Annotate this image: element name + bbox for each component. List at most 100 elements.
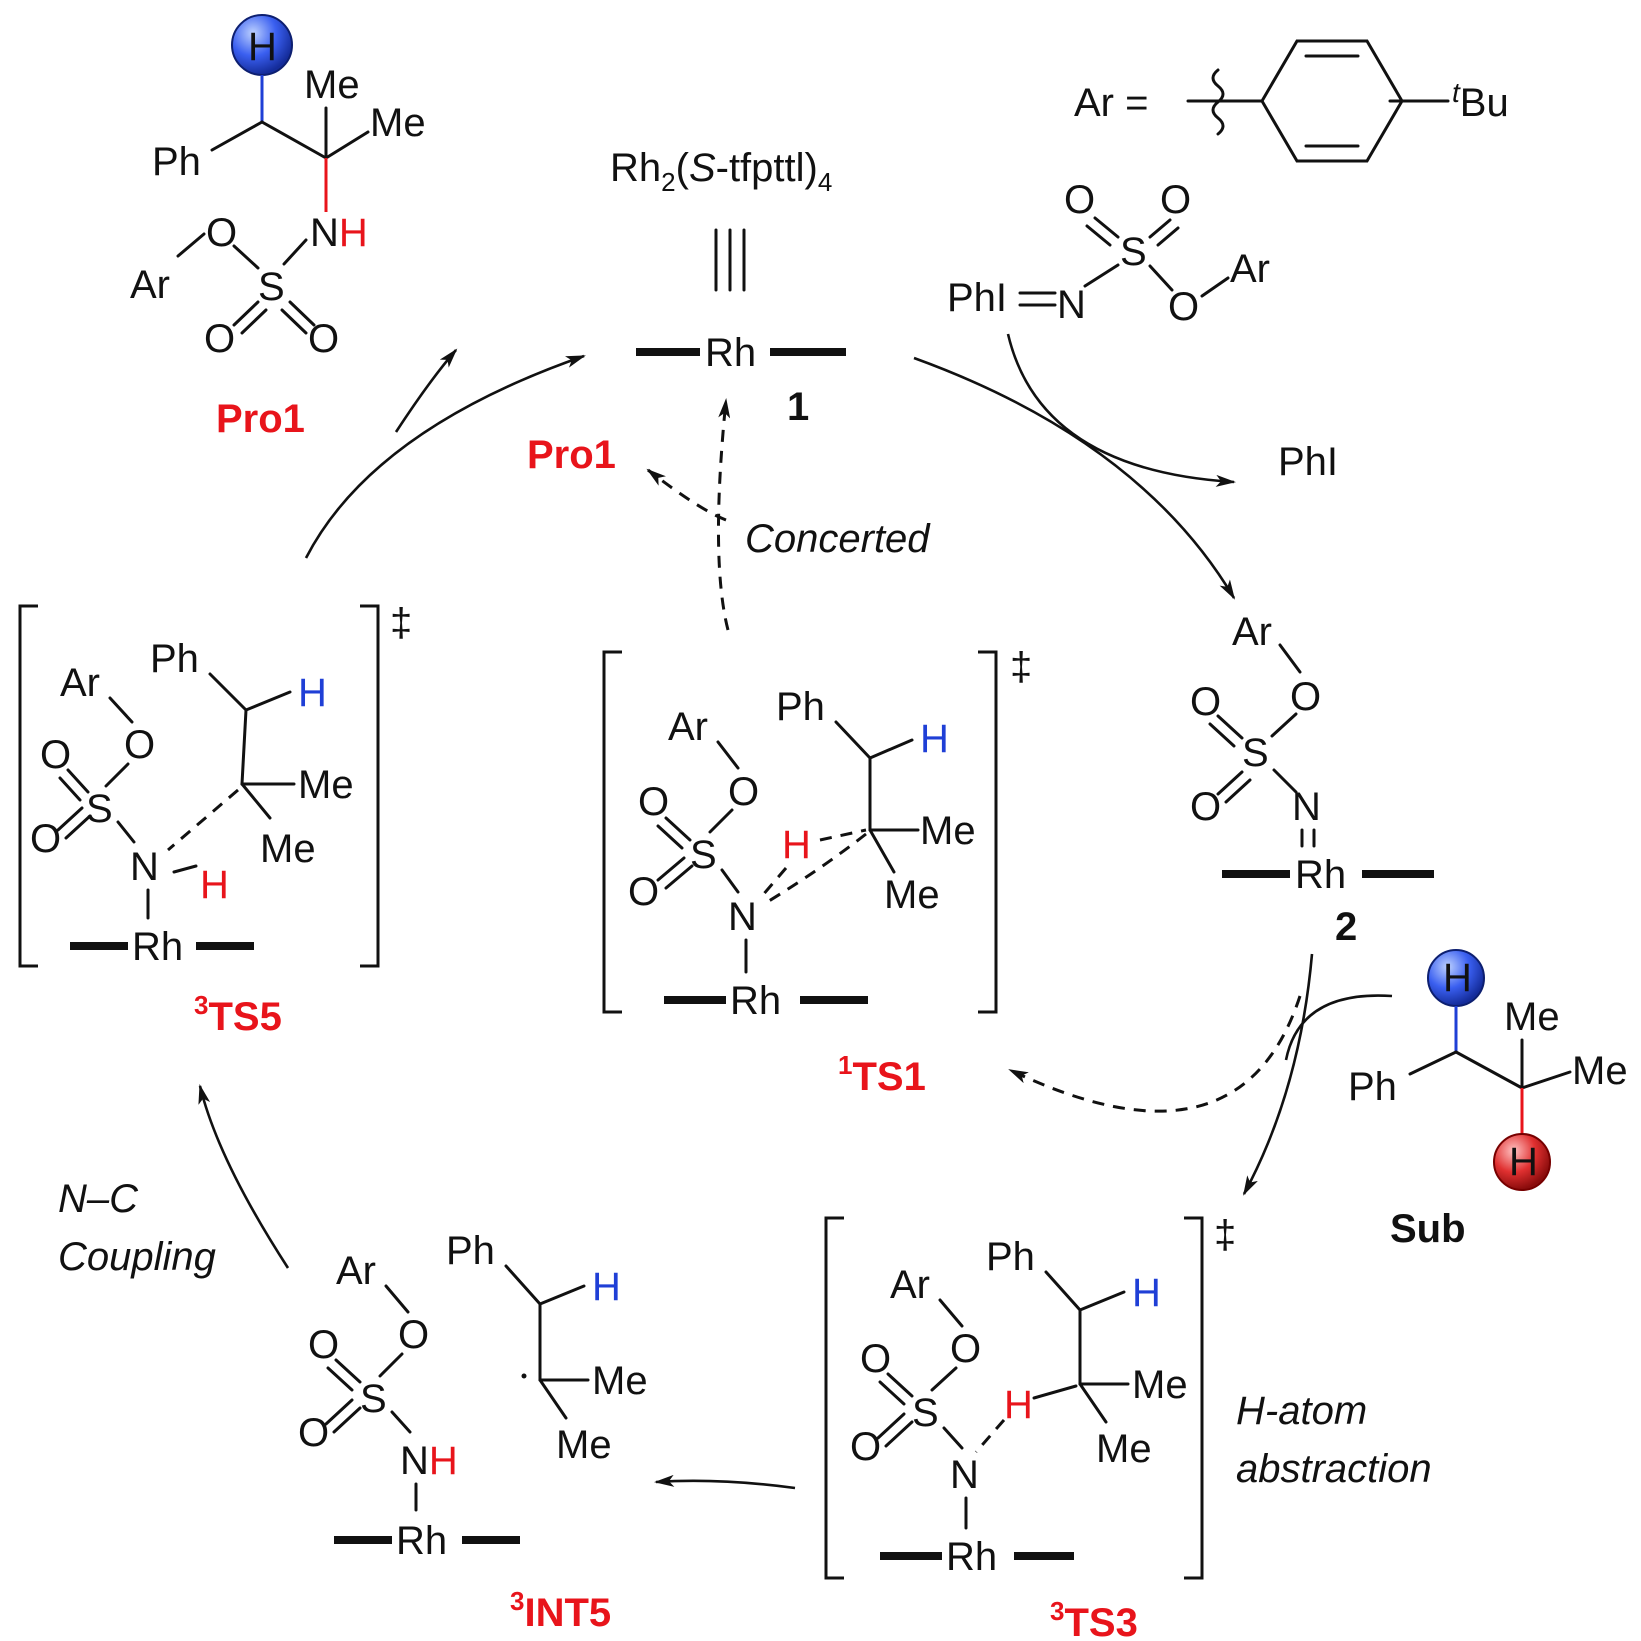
svg-text:O: O — [204, 317, 235, 361]
pro1-label-top: Pro1 — [216, 397, 305, 441]
svg-text:Rh: Rh — [132, 925, 183, 969]
intermediate-2-structure: Ar O S O O N Rh 2 — [1190, 610, 1434, 949]
svg-text:Ph: Ph — [986, 1235, 1035, 1279]
svg-text:H: H — [298, 671, 327, 715]
hat-label-1: H-atom — [1236, 1389, 1367, 1433]
svg-text:Ar: Ar — [130, 263, 170, 307]
svg-text:O: O — [298, 1411, 329, 1455]
svg-text:3TS5: 3TS5 — [194, 990, 282, 1039]
svg-text:O: O — [1190, 680, 1221, 724]
svg-text:O: O — [860, 1337, 891, 1381]
svg-text:O: O — [728, 770, 759, 814]
svg-text:H: H — [782, 823, 811, 867]
svg-text:O: O — [1190, 785, 1221, 829]
svg-text:S: S — [258, 265, 285, 309]
svg-text:N: N — [130, 845, 159, 889]
svg-text:Rh: Rh — [730, 979, 781, 1023]
svg-text:Ar: Ar — [1232, 610, 1272, 654]
svg-text:Rh: Rh — [396, 1519, 447, 1563]
svg-text:Ar: Ar — [890, 1263, 930, 1307]
svg-text:Me: Me — [556, 1423, 612, 1467]
svg-text:Ph: Ph — [150, 637, 199, 681]
svg-text:H: H — [248, 25, 277, 69]
svg-text:S: S — [1120, 230, 1147, 274]
svg-text:N: N — [728, 895, 757, 939]
product-pro1-structure: H Ph Me Me NH S O Ar O O Pro1 — [130, 14, 426, 441]
iminoiodinane-reagent: PhI N S O O O Ar — [947, 178, 1270, 329]
svg-text:NH: NH — [400, 1439, 458, 1483]
hat-label-2: abstraction — [1236, 1447, 1432, 1491]
svg-text:‡: ‡ — [1010, 645, 1032, 689]
svg-text:Ph: Ph — [776, 685, 825, 729]
svg-text:Ar =: Ar = — [1074, 81, 1148, 125]
svg-text:Ph: Ph — [446, 1229, 495, 1273]
svg-text:Me: Me — [304, 63, 360, 107]
sub-label: Sub — [1390, 1207, 1466, 1251]
svg-text:Me: Me — [370, 101, 426, 145]
svg-text:O: O — [628, 870, 659, 914]
svg-text:O: O — [398, 1313, 429, 1357]
svg-text:O: O — [850, 1425, 881, 1469]
svg-text:‡: ‡ — [390, 601, 412, 645]
svg-text:O: O — [30, 817, 61, 861]
svg-text:O: O — [638, 780, 669, 824]
svg-text:O: O — [950, 1327, 981, 1371]
compound-1-label: 1 — [787, 385, 809, 429]
svg-text:S: S — [1242, 731, 1269, 775]
svg-text:Me: Me — [1572, 1049, 1628, 1093]
svg-text:1TS1: 1TS1 — [838, 1050, 926, 1099]
svg-text:H: H — [200, 863, 229, 907]
svg-text:H: H — [1132, 1271, 1161, 1315]
equivalence-lines — [714, 228, 746, 292]
svg-text:3TS3: 3TS3 — [1050, 1596, 1138, 1641]
transition-state-3ts3: ‡ Ar O S O O N Rh Ph H Me Me H 3TS3 — [824, 1213, 1236, 1641]
svg-text:O: O — [124, 723, 155, 767]
svg-text:H: H — [1004, 1383, 1033, 1427]
compound-1-rh: Rh 1 — [636, 331, 846, 429]
svg-text:N: N — [1057, 283, 1086, 327]
svg-text:S: S — [912, 1391, 939, 1435]
svg-text:Ar: Ar — [60, 661, 100, 705]
svg-text:NH: NH — [310, 211, 368, 255]
phi-byproduct: PhI — [1278, 440, 1338, 484]
transition-state-1ts1: ‡ Ar O S O O N Rh Ph H Me Me H 1TS1 — [602, 645, 1032, 1099]
svg-text:H: H — [1509, 1140, 1538, 1184]
svg-text:O: O — [308, 1323, 339, 1367]
svg-text:Ph: Ph — [1348, 1065, 1397, 1109]
svg-text:Me: Me — [1096, 1427, 1152, 1471]
nc-coupling-label-1: N–C — [58, 1177, 139, 1221]
svg-text:Me: Me — [298, 763, 354, 807]
cycle-arrows — [198, 333, 1393, 1490]
svg-text:S: S — [360, 1377, 387, 1421]
svg-text:Me: Me — [884, 873, 940, 917]
svg-text:PhI: PhI — [947, 276, 1007, 320]
svg-text:Me: Me — [1504, 995, 1560, 1039]
svg-text:Me: Me — [1132, 1363, 1188, 1407]
svg-text:O: O — [1160, 178, 1191, 222]
svg-text:S: S — [690, 833, 717, 877]
svg-text:N: N — [950, 1453, 979, 1497]
concerted-step-label: Concerted — [745, 517, 931, 561]
svg-text:O: O — [1064, 178, 1095, 222]
svg-text:Rh: Rh — [705, 331, 756, 375]
ar-definition: Ar = tBu — [1074, 39, 1509, 163]
svg-text:tBu: tBu — [1452, 77, 1509, 125]
svg-text:Me: Me — [920, 809, 976, 853]
intermediate-3int5: Ar O S O O NH Rh Ph H Me Me 3INT5 — [298, 1229, 648, 1635]
svg-text:Ph: Ph — [152, 140, 201, 184]
svg-text:S: S — [86, 787, 113, 831]
catalyst-formula: Rh2(S-tfpttl)4 — [610, 146, 832, 197]
svg-text:Me: Me — [260, 827, 316, 871]
svg-text:H: H — [592, 1265, 621, 1309]
svg-text:H: H — [1443, 956, 1472, 1000]
svg-text:‡: ‡ — [1214, 1213, 1236, 1257]
svg-text:Rh: Rh — [946, 1535, 997, 1579]
svg-text:N: N — [1292, 785, 1321, 829]
pro1-label-center: Pro1 — [527, 433, 616, 477]
svg-text:Ar: Ar — [336, 1249, 376, 1293]
nc-coupling-label-2: Coupling — [58, 1235, 216, 1279]
compound-2-label: 2 — [1335, 905, 1357, 949]
svg-text:3INT5: 3INT5 — [510, 1586, 611, 1635]
svg-text:Ar: Ar — [668, 705, 708, 749]
